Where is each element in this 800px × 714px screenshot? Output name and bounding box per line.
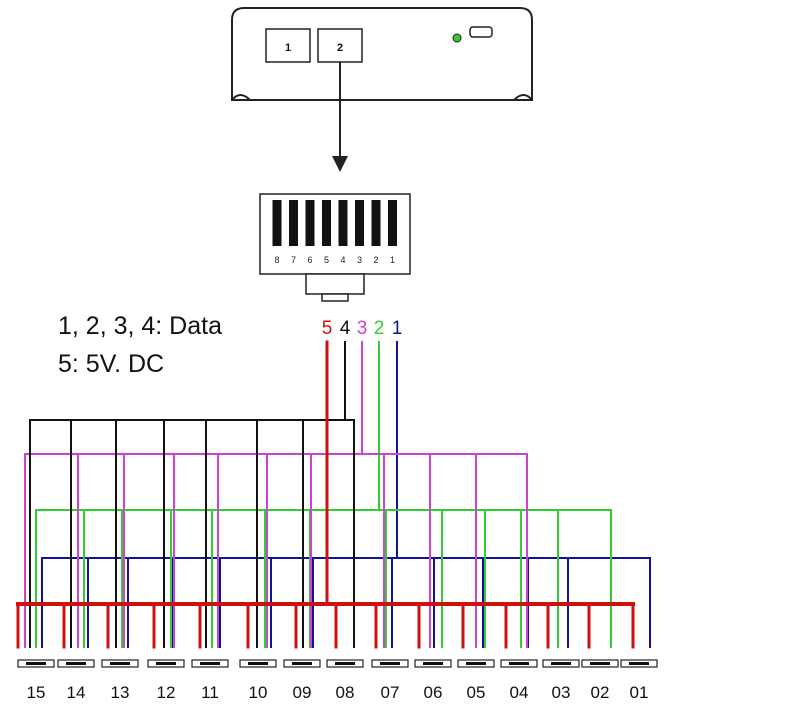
outlet-label: 01 [630, 683, 649, 702]
outlet-label: 05 [467, 683, 486, 702]
connector-pin-labels: 8 7 6 5 4 3 2 1 [274, 255, 395, 265]
connector-pin [371, 200, 381, 246]
outlet-jack-slot [110, 662, 130, 665]
connector-pin-label: 4 [340, 255, 345, 265]
connector-pin [289, 200, 298, 246]
connector-latch [305, 273, 365, 295]
connector-pin-label: 8 [274, 255, 279, 265]
outlet-jack-slot [200, 662, 220, 665]
connector-pin [305, 200, 315, 246]
connector-pin [272, 200, 282, 246]
connector-pin [388, 200, 397, 246]
outlet-label: 03 [552, 683, 571, 702]
outlet-jack-slot [335, 662, 355, 665]
device-slot [469, 26, 493, 38]
wire-label-2: 2 [374, 318, 385, 339]
outlet-jack-slot [380, 662, 400, 665]
wire-label-4: 4 [340, 318, 351, 339]
port-2-label: 2 [337, 42, 343, 54]
connector-pins [272, 200, 397, 246]
outlet-label: 11 [201, 683, 219, 702]
outlet-jack-slot [248, 662, 268, 665]
connector-pin-label: 3 [357, 255, 362, 265]
outlet-jack-slot [292, 662, 312, 665]
outlet-jack-slot [629, 662, 649, 665]
outlet-jack-slot [509, 662, 529, 665]
outlet-label: 07 [381, 683, 400, 702]
legend-data-line: 1, 2, 3, 4: Data [58, 312, 222, 340]
connector-pin [338, 200, 348, 246]
connector-pin-label: 7 [291, 255, 296, 265]
wire-label-3: 3 [357, 318, 368, 339]
connector-pin-label: 1 [390, 255, 395, 265]
connector-pin [355, 200, 364, 246]
outlet-jack-slot [466, 662, 486, 665]
connector-pin-label: 6 [307, 255, 312, 265]
outlet-jack-slot [156, 662, 176, 665]
wires [16, 340, 651, 649]
outlet-jack-slot [551, 662, 571, 665]
connector-pin-label: 5 [324, 255, 329, 265]
outlet-label: 14 [67, 683, 86, 702]
cable-arrow [332, 62, 348, 172]
outlet-label: 13 [111, 683, 130, 702]
outlet-label: 04 [510, 683, 529, 702]
wire-label-5: 5 [322, 318, 333, 339]
connector-pin-label: 2 [373, 255, 378, 265]
outlet-label: 12 [157, 683, 176, 702]
outlet-label: 10 [249, 683, 268, 702]
outlet-label: 15 [27, 683, 46, 702]
outlet-label: 06 [424, 683, 443, 702]
connector-pin [322, 200, 331, 246]
rj45-connector: 8 7 6 5 4 3 2 1 [259, 193, 411, 302]
wire-label-1: 1 [392, 318, 403, 339]
outlets: 15 14 13 12 11 10 09 08 07 06 05 04 03 02 01 [17, 659, 658, 702]
outlet-jack-slot [590, 662, 610, 665]
port-1-label: 1 [285, 42, 291, 54]
legend-power-line: 5: 5V. DC [58, 350, 165, 378]
status-led [452, 33, 462, 43]
device: 1 2 [231, 7, 533, 101]
outlet-jack-slot [66, 662, 86, 665]
device-base [231, 94, 533, 101]
outlet-jack-slot [423, 662, 443, 665]
arrow-head-icon [332, 156, 348, 172]
connector-tab [321, 293, 349, 302]
port-1[interactable] [265, 28, 311, 63]
outlet-jack-slot [26, 662, 46, 665]
outlet-label: 09 [293, 683, 312, 702]
connector-body [259, 193, 411, 275]
outlet-label: 08 [336, 683, 355, 702]
outlet-label: 02 [591, 683, 610, 702]
